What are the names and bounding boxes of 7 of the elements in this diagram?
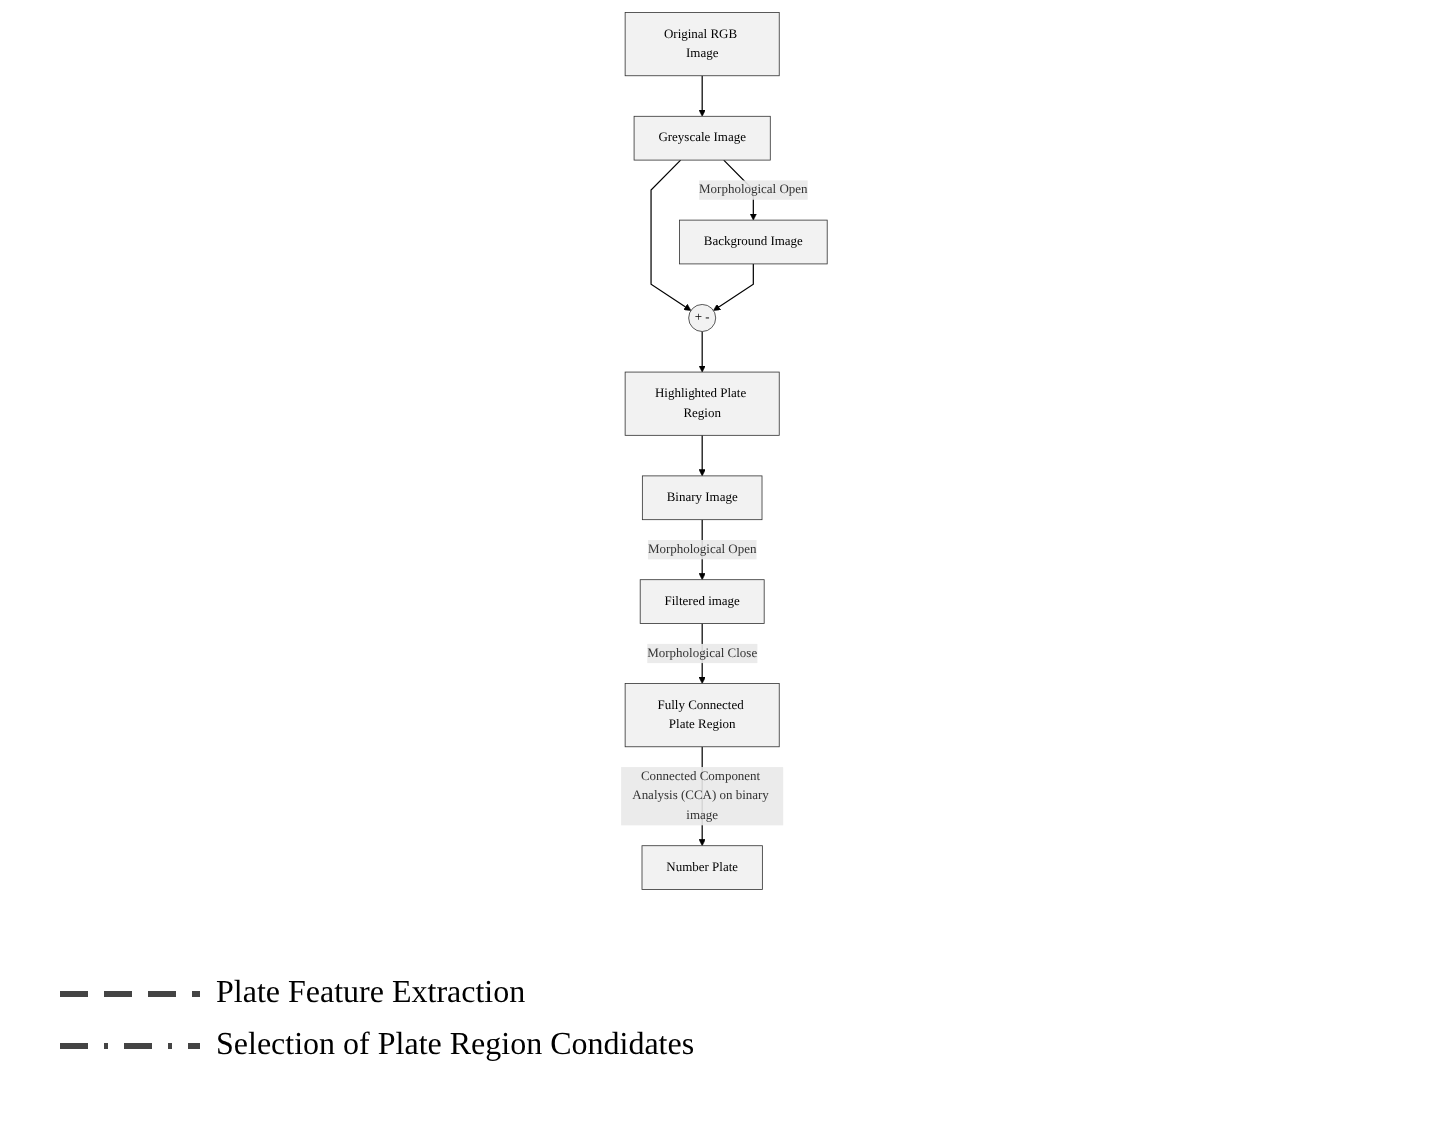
legend-text: Selection of Plate Region Condidates — [216, 1028, 695, 1064]
arrow — [714, 262, 755, 310]
legend-text: Plate Feature Extraction — [216, 976, 526, 1012]
arrow — [699, 433, 707, 476]
arrow — [699, 329, 707, 372]
arrow — [699, 74, 707, 116]
arrow — [651, 158, 693, 310]
